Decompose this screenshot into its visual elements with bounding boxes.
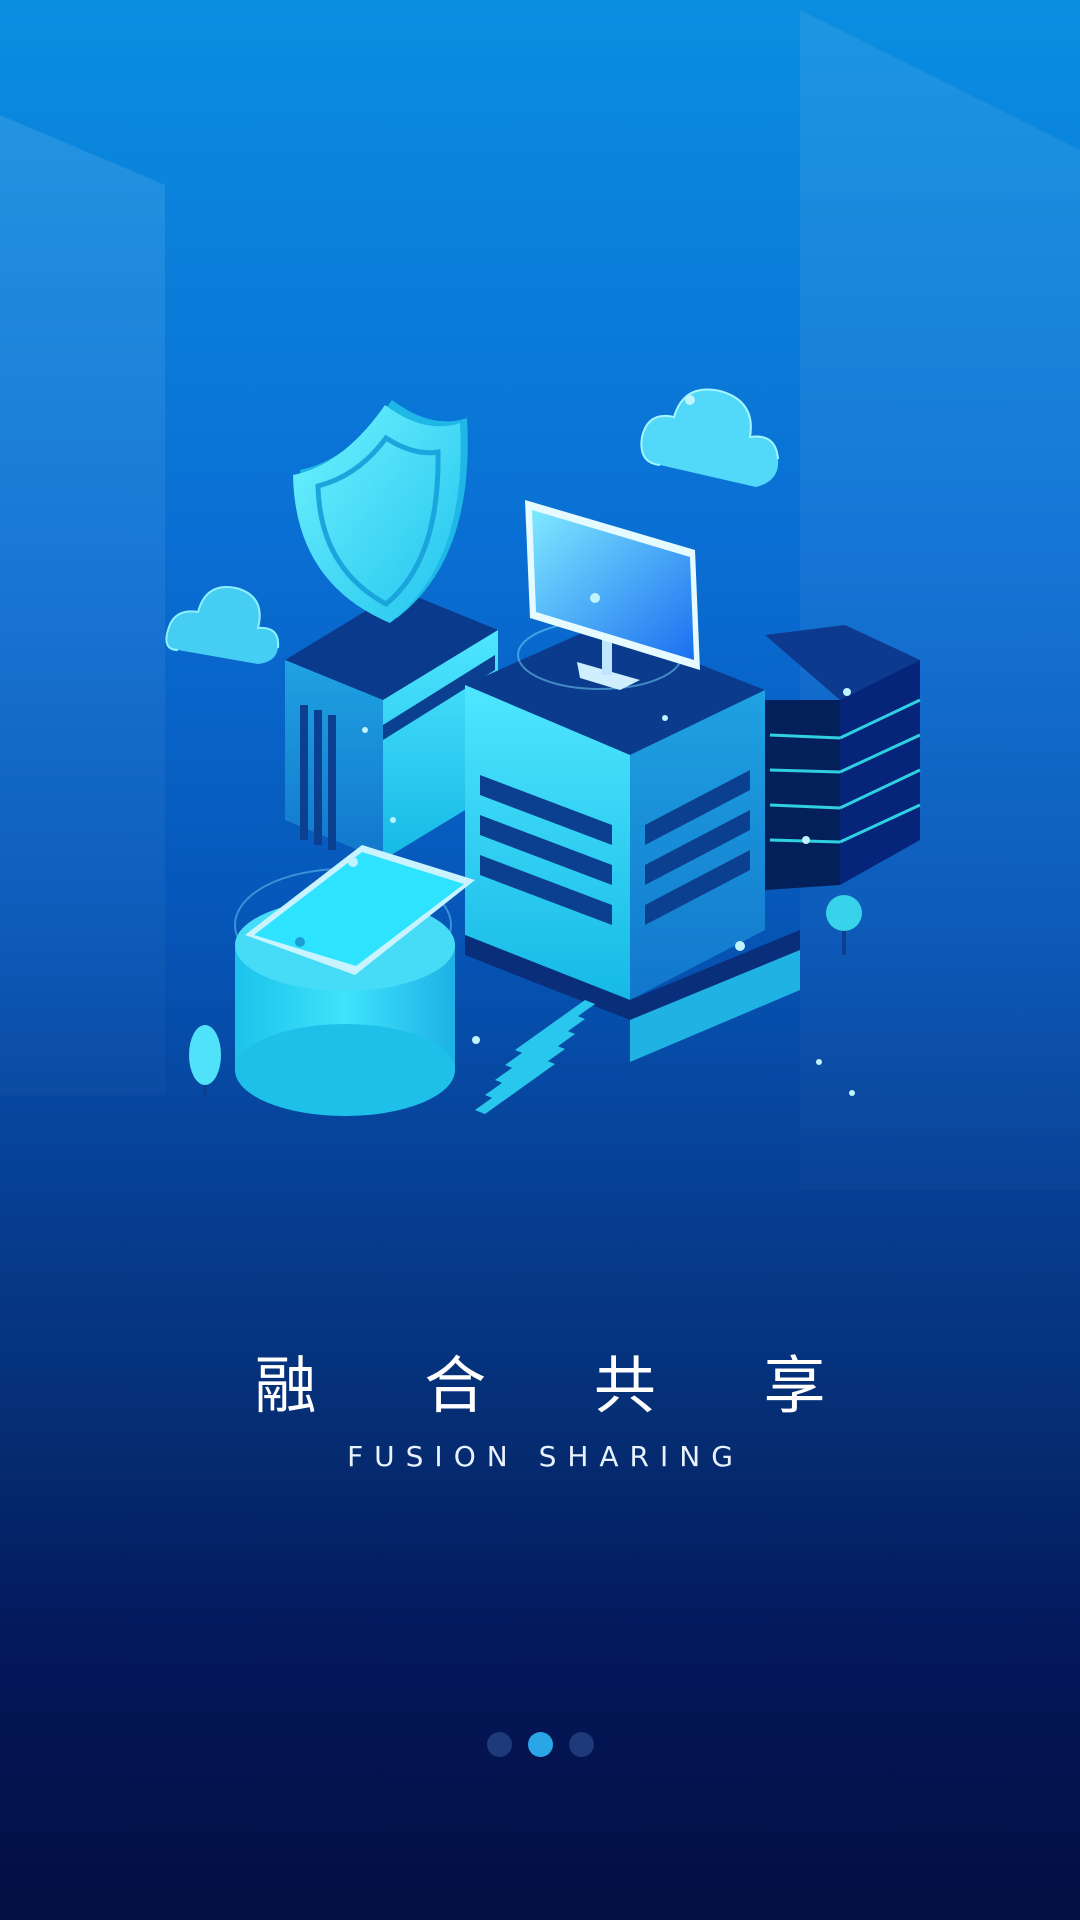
cloud-icon — [165, 586, 280, 664]
cloud-icon — [640, 388, 779, 487]
server-rack-icon — [765, 625, 921, 890]
background-pillar-left — [0, 115, 165, 1095]
shield-icon — [293, 400, 468, 623]
page-indicator — [0, 1732, 1080, 1757]
title-chinese: 融 合 共 享 — [254, 1349, 870, 1422]
monitor-icon — [517, 500, 700, 690]
background-pillar-right — [800, 10, 1080, 1190]
main-building-icon — [465, 625, 800, 1062]
tablet-icon — [245, 845, 475, 975]
tree-icon — [826, 895, 862, 955]
page-dot-1[interactable] — [486, 1732, 512, 1757]
title-english: FUSION SHARING — [347, 1440, 744, 1473]
stairs-icon — [475, 1000, 595, 1114]
tree-icon — [189, 1025, 221, 1098]
isometric-illustration — [148, 388, 921, 1116]
sparkle-dots — [348, 395, 855, 1096]
page-dot-2-active[interactable] — [527, 1732, 553, 1757]
page-dot-3[interactable] — [568, 1732, 594, 1757]
